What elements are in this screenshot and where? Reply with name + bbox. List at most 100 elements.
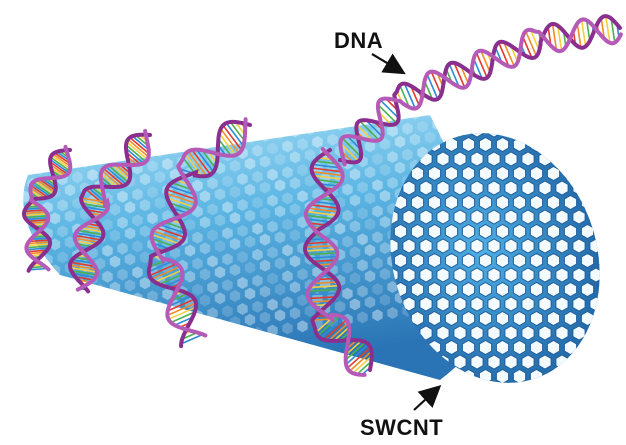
end-hex-cell [488,355,500,369]
wall-hex-cell [12,206,22,218]
end-hex-cell [496,254,508,268]
end-hex-cell [454,181,466,195]
wall-hex-cell [282,88,292,100]
wall-hex-cell [147,108,157,120]
base-pair [526,31,537,56]
wall-hex-cell [5,89,15,101]
wall-hex-cell [342,80,352,92]
end-hex-cell [539,384,551,398]
end-hex-cell [590,181,602,195]
end-hex-cell [590,297,602,311]
wall-hex-cell [252,119,262,131]
wall-hex-cell [462,36,472,48]
end-hex-cell [598,167,610,181]
wall-hex-cell [425,53,435,65]
wall-hex-cell [117,113,127,125]
wall-hex-cell [57,303,67,315]
wall-hex-cell [95,128,105,140]
end-hex-cell [403,181,415,195]
wall-hex-cell [507,81,517,93]
wall-hex-cell [125,97,135,109]
dna-pointer-arrow [372,54,402,72]
end-hex-cell [479,312,491,326]
end-hex-cell [420,239,432,253]
wall-hex-cell [95,310,105,322]
base-pair [582,20,586,47]
wall-hex-cell [117,347,127,359]
end-hex-cell [539,326,551,340]
wall-hex-cell [260,78,270,90]
wall-hex-cell [5,323,15,335]
end-hex-cell [530,225,542,239]
wall-hex-cell [440,25,450,37]
wall-hex-cell [110,334,120,346]
wall-hex-cell [12,258,22,270]
end-hex-cell [505,152,517,166]
wall-hex-cell [485,123,495,135]
end-hex-cell [607,268,619,282]
wall-hex-cell [132,344,142,356]
wall-hex-cell [50,82,60,94]
wall-hex-cell [470,99,480,111]
wall-hex-cell [102,141,112,153]
wall-hex-cell [275,101,285,113]
end-hex-cell [522,355,534,369]
end-hex-cell [539,239,551,253]
wall-hex-cell [72,93,82,105]
end-hex-cell [573,181,585,195]
end-hex-cell [428,312,440,326]
end-hex-cell [522,152,534,166]
wall-hex-cell [50,290,60,302]
end-hex-cell [564,254,576,268]
wall-hex-cell [50,342,60,354]
end-hex-cell [488,123,500,137]
end-hex-cell [479,254,491,268]
dna-label: DNA [334,28,383,54]
end-hex-cell [437,181,449,195]
wall-hex-cell [200,60,210,72]
end-hex-cell [471,123,483,137]
wall-hex-cell [27,100,37,112]
end-hex-cell [488,210,500,224]
end-hex-cell [590,152,602,166]
wall-hex-cell [492,84,502,96]
end-hex-cell [513,399,525,413]
wall-hex-cell [350,64,360,76]
wall-hex-cell [267,117,277,129]
wall-hex-cell [410,56,420,68]
end-hex-cell [479,167,491,181]
end-hex-cell [590,268,602,282]
end-hex-cell [590,326,602,340]
wall-hex-cell [35,111,45,123]
wall-hex-cell [125,123,135,135]
end-hex-cell [428,399,440,413]
end-hex-cell [581,283,593,297]
wall-hex-cell [87,143,97,155]
wall-hex-cell [57,329,67,341]
wall-hex-cell [72,145,82,157]
end-hex-cell [403,268,415,282]
end-hex-cell [522,326,534,340]
wall-hex-cell [215,58,225,70]
end-hex-cell [556,268,568,282]
wall-hex-cell [50,316,60,328]
wall-hex-cell [327,82,337,94]
end-hex-cell [505,123,517,137]
end-hex-cell [581,138,593,152]
wall-hex-cell [102,323,112,335]
wall-hex-cell [87,325,97,337]
wall-hex-cell [20,113,30,125]
end-hex-cell [598,399,610,413]
wall-hex-cell [72,301,82,313]
end-hex-cell [513,254,525,268]
end-hex-cell [479,283,491,297]
wall-hex-cell [20,139,30,151]
wall-hex-cell [387,47,397,59]
wall-hex-cell [455,23,465,35]
wall-hex-cell [27,282,37,294]
wall-hex-cell [27,152,37,164]
wall-hex-cell [267,91,277,103]
wall-hex-cell [365,88,375,100]
wall-hex-cell [440,51,450,63]
wall-hex-cell [335,93,345,105]
